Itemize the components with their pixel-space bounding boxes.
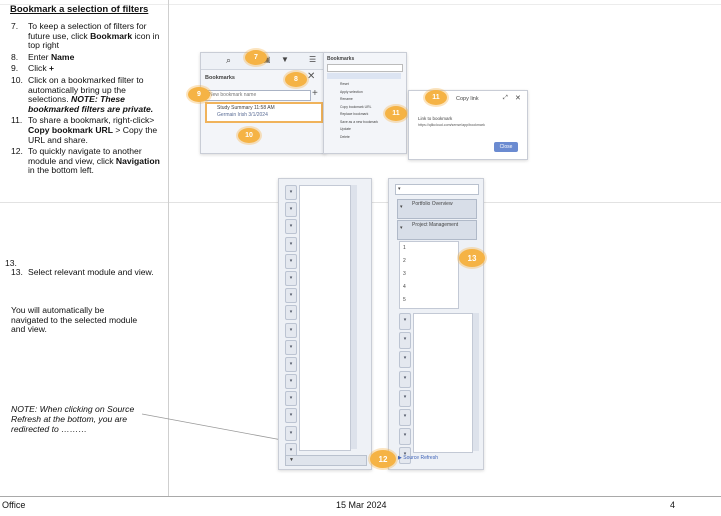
- right-toggle-column: ▾ ▾ ▾ ▾ ▾ ▾ ▾ ▾: [399, 313, 411, 467]
- step-9: 9. Click +: [11, 63, 55, 74]
- bookmark-icon[interactable]: ▣: [263, 55, 271, 64]
- nav-search-input[interactable]: ▾: [395, 184, 479, 195]
- bookmarks-heading: Bookmarks: [205, 75, 235, 81]
- step-13: 13. Select relevant module and view.: [11, 267, 154, 277]
- expand-toggle[interactable]: ▾: [285, 219, 297, 235]
- expand-toggle[interactable]: ▾: [285, 391, 297, 407]
- footer-rule: [0, 496, 721, 497]
- expand-toggle[interactable]: ▾: [399, 447, 411, 465]
- expand-toggle[interactable]: ▾: [399, 389, 411, 407]
- menu-item-copy-url[interactable]: Copy bookmark URL: [340, 104, 372, 109]
- expand-toggle[interactable]: ▾: [285, 374, 297, 390]
- expand-toggle[interactable]: ▾: [399, 313, 411, 330]
- step-8: 8. Enter Name: [11, 51, 75, 62]
- expand-toggle[interactable]: ▾: [285, 185, 297, 200]
- copy-link-dialog: Copy link ⤢ ✕ Link to bookmark https://q…: [408, 90, 528, 160]
- play-icon: ▶: [398, 455, 404, 461]
- callout-badge-13: 13: [459, 249, 485, 267]
- left-toggle-column: ▾▾ ▾▾ ▾▾ ▾▾ ▾▾ ▾▾ ▾▾ ▾▾: [285, 185, 297, 460]
- menu-item[interactable]: Apply selection: [340, 89, 363, 94]
- add-bookmark-button[interactable]: +: [312, 88, 318, 99]
- bookmark-name-input[interactable]: New bookmark name: [205, 90, 311, 101]
- bookmark-url[interactable]: https://qlikcloud.com/sense/app/bookmark: [418, 123, 485, 127]
- view-list: 1 2 3 4 5: [399, 241, 459, 309]
- scrollbar[interactable]: [351, 185, 357, 449]
- top-rule: [0, 4, 721, 5]
- expand-toggle[interactable]: ▾: [285, 322, 297, 338]
- source-refresh-link[interactable]: ▶ Source Refresh: [398, 455, 438, 461]
- project-management-item[interactable]: ▾ Project Management: [397, 220, 477, 240]
- filter-icon[interactable]: ▼: [281, 55, 289, 64]
- expand-toggle[interactable]: ▾: [285, 202, 297, 218]
- expand-toggle[interactable]: ▾: [399, 408, 411, 426]
- link-label: Link to bookmark: [418, 116, 453, 121]
- bookmark-list-item[interactable]: Study Summary 11:58 AM Germain Irish 3/1…: [205, 102, 323, 123]
- expand-toggle[interactable]: ▾: [285, 270, 297, 286]
- expand-toggle[interactable]: ▾: [285, 253, 297, 269]
- bookmarks-panel-screenshot: ⌕ ▣ ▼ ☰ Bookmarks ✕ New bookmark name + …: [200, 52, 326, 154]
- auto-navigate-text: You will automatically be navigated to t…: [11, 305, 138, 335]
- steps-list: 7. To keep a selection of filters for fu…: [11, 21, 161, 178]
- menu-item[interactable]: Reset: [340, 82, 349, 86]
- expand-toggle[interactable]: ▾: [285, 305, 297, 321]
- callout-badge-7: 7: [245, 50, 267, 65]
- dialog-title: Copy link: [456, 96, 479, 102]
- expand-toggle[interactable]: ▾: [399, 332, 411, 350]
- navigation-bar[interactable]: ▼: [285, 455, 367, 466]
- callout-badge-9: 9: [188, 87, 210, 102]
- step-11: 11. To share a bookmark, right-click> Co…: [11, 115, 158, 145]
- footer-left: Office: [2, 500, 26, 510]
- navigation-left-panel: ▾▾ ▾▾ ▾▾ ▾▾ ▾▾ ▾▾ ▾▾ ▾▾ ▼: [278, 178, 372, 470]
- close-button[interactable]: Close: [494, 142, 518, 152]
- step-10: 10. Click on a bookmarked filter to auto…: [11, 74, 154, 114]
- menu-item[interactable]: Update: [340, 127, 351, 131]
- right-scrollbar[interactable]: [473, 313, 479, 451]
- step-13-stray-number: 13.: [5, 258, 17, 268]
- footer-date: 15 Mar 2024: [336, 500, 387, 510]
- menu-item[interactable]: Rename: [340, 97, 353, 101]
- portfolio-overview-item[interactable]: ▾ Portfolio Overview: [397, 199, 477, 219]
- callout-badge-12: 12: [370, 450, 396, 468]
- step-7: 7. To keep a selection of filters for fu…: [11, 21, 160, 51]
- expand-toggle[interactable]: ▾: [285, 339, 297, 355]
- step-12: 12. To quickly navigate to another modul…: [11, 146, 160, 176]
- dialog-close-icon[interactable]: ✕: [515, 95, 521, 102]
- menu-icon[interactable]: ☰: [309, 55, 317, 64]
- source-refresh-note: NOTE: When clicking on Source Refresh at…: [11, 404, 135, 434]
- expand-toggle[interactable]: ▾: [285, 408, 297, 424]
- selected-bookmark-row[interactable]: [327, 73, 401, 79]
- content-area: [299, 185, 351, 451]
- callout-badge-8: 8: [285, 72, 307, 87]
- instructions-column: Bookmark a selection of filters 7. To ke…: [0, 0, 169, 496]
- expand-toggle[interactable]: ▾: [399, 370, 411, 388]
- navigation-right-panel: ▾ ▾ Portfolio Overview ▾ Project Managem…: [388, 178, 484, 470]
- navigation-icon[interactable]: ▼: [289, 457, 294, 463]
- callout-badge-10: 10: [238, 128, 260, 143]
- menu-item[interactable]: Delete: [340, 134, 350, 139]
- menu-item[interactable]: Replace bookmark: [340, 112, 369, 116]
- expand-toggle[interactable]: ▾: [285, 288, 297, 304]
- expand-toggle[interactable]: ▾: [285, 236, 297, 252]
- expand-toggle[interactable]: ▾: [285, 425, 297, 441]
- expand-icon[interactable]: ⤢: [503, 95, 508, 101]
- context-menu-screenshot: Bookmarks Reset Apply selection Rename C…: [323, 52, 407, 154]
- page-number: 4: [670, 500, 676, 510]
- context-menu-list: Reset Apply selection Rename Copy bookma…: [340, 82, 404, 142]
- menu-search-input[interactable]: [327, 64, 403, 72]
- expand-toggle[interactable]: ▾: [399, 428, 411, 446]
- section-title: Bookmark a selection of filters: [10, 4, 149, 15]
- close-icon[interactable]: ✕: [307, 71, 316, 82]
- module-content-area: [413, 313, 473, 453]
- collapse-icon[interactable]: ▾: [398, 186, 401, 192]
- callout-badge-11a: 11: [385, 106, 407, 121]
- expand-toggle[interactable]: ▾: [285, 356, 297, 372]
- search-icon[interactable]: ⌕: [226, 55, 232, 65]
- expand-toggle[interactable]: ▾: [399, 351, 411, 369]
- callout-badge-11b: 11: [425, 90, 447, 105]
- note-pointer-line: [141, 413, 283, 441]
- menu-item[interactable]: Save as a new bookmark: [340, 119, 379, 124]
